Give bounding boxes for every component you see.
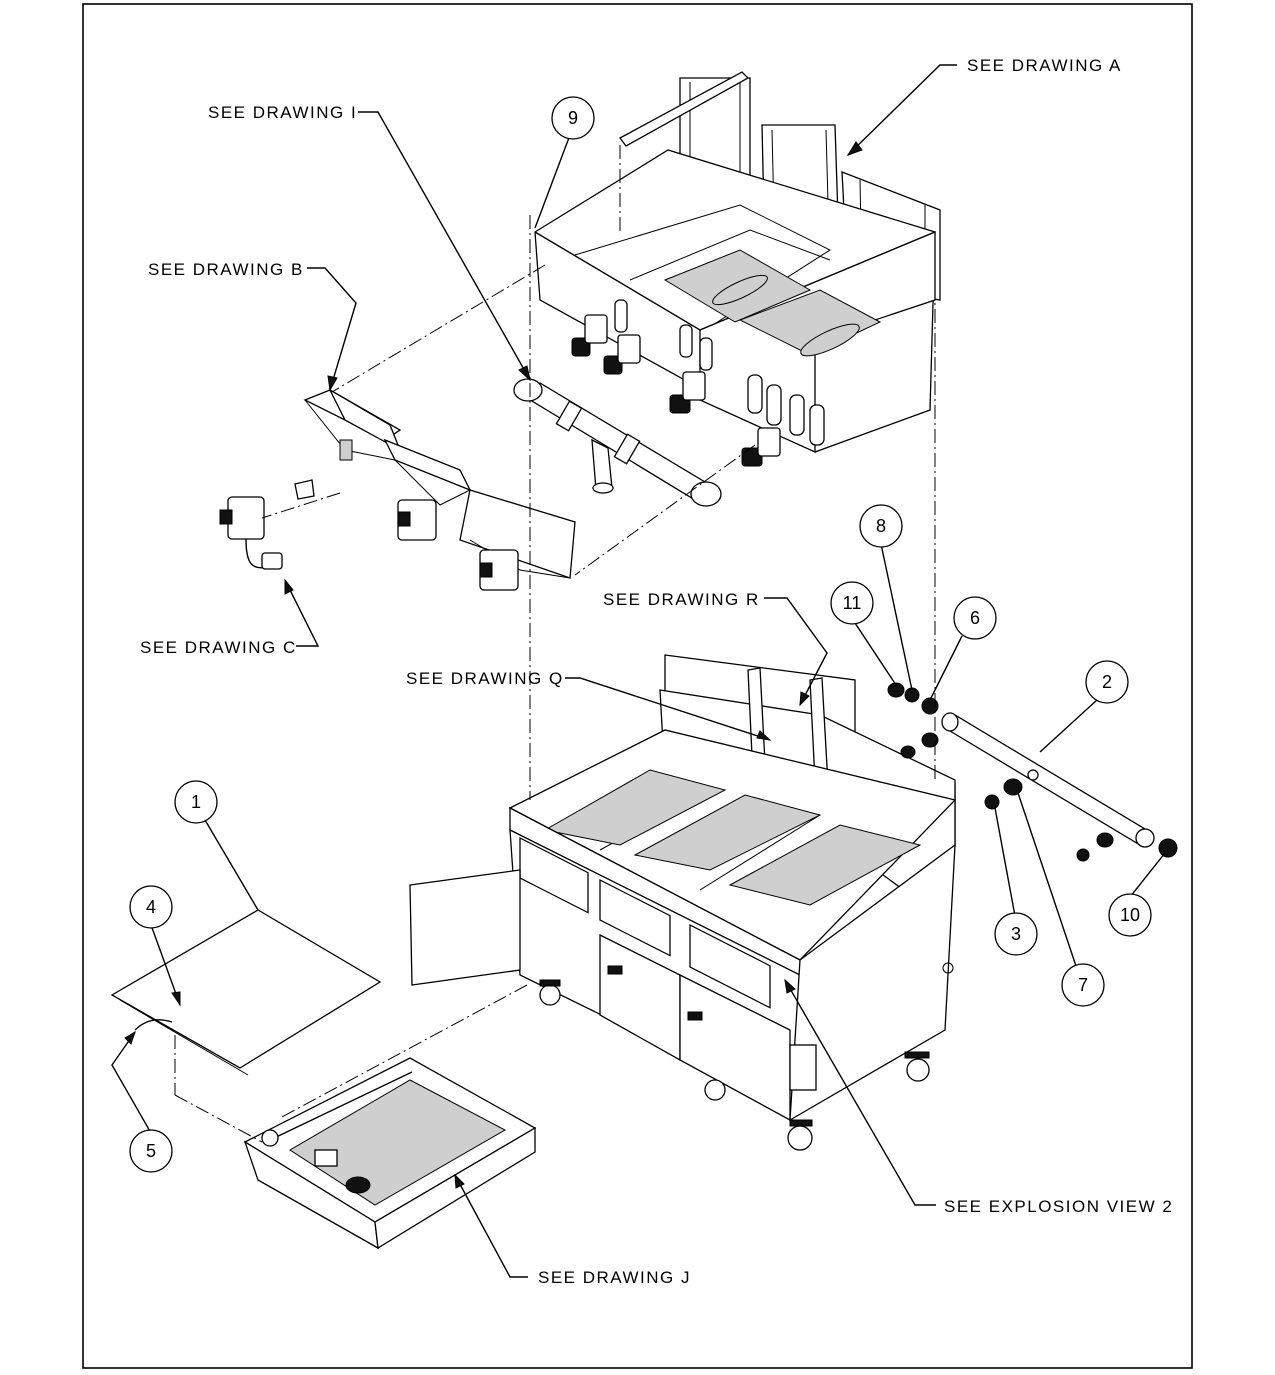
callout-drawing-j: SEE DRAWING J (538, 1268, 691, 1287)
item-bubble-1: 1 (174, 780, 218, 824)
filter-pan (243, 1057, 537, 1250)
item-bubble-11: 11 (830, 581, 874, 625)
filter-cover (110, 909, 382, 1076)
svg-text:11: 11 (843, 593, 862, 613)
svg-text:3: 3 (1011, 924, 1021, 944)
svg-text:1: 1 (191, 792, 201, 812)
svg-text:10: 10 (1120, 905, 1140, 925)
callout-explosion-view-2: SEE EXPLOSION VIEW 2 (944, 1197, 1173, 1216)
item-number-bubbles: 1 2 3 4 5 6 7 8 (129, 96, 1152, 1173)
item-bubble-4: 4 (129, 885, 173, 929)
frypot-assembly (513, 71, 941, 507)
svg-text:2: 2 (1102, 672, 1112, 692)
item-bubble-6: 6 (953, 596, 997, 640)
callout-labels: SEE DRAWING A SEE DRAWING I SEE DRAWING … (140, 56, 1173, 1287)
callout-drawing-r: SEE DRAWING R (603, 590, 760, 609)
callout-drawing-a: SEE DRAWING A (967, 56, 1122, 75)
item-bubble-8: 8 (859, 504, 903, 548)
alignment-lines (174, 145, 936, 1143)
svg-text:5: 5 (146, 1141, 156, 1161)
svg-text:7: 7 (1078, 975, 1088, 995)
svg-text:6: 6 (970, 608, 980, 628)
item-bubble-3: 3 (994, 912, 1038, 956)
svg-text:8: 8 (876, 516, 886, 536)
item-bubble-10: 10 (1108, 893, 1152, 937)
item-bubble-5: 5 (129, 1129, 173, 1173)
callout-drawing-c: SEE DRAWING C (140, 638, 297, 657)
callout-drawing-b: SEE DRAWING B (148, 260, 304, 279)
svg-text:4: 4 (146, 897, 156, 917)
callout-drawing-i: SEE DRAWING I (208, 103, 357, 122)
callout-drawing-q: SEE DRAWING Q (406, 669, 564, 688)
leader-lines (111, 64, 1166, 1278)
item-bubble-2: 2 (1085, 660, 1129, 704)
svg-text:9: 9 (568, 108, 578, 128)
burner-assembly (219, 388, 576, 591)
drawing-frame (82, 3, 1193, 1369)
item-bubble-9: 9 (551, 96, 595, 140)
item-bubble-7: 7 (1061, 963, 1105, 1007)
fryer-cabinet (409, 654, 957, 1151)
